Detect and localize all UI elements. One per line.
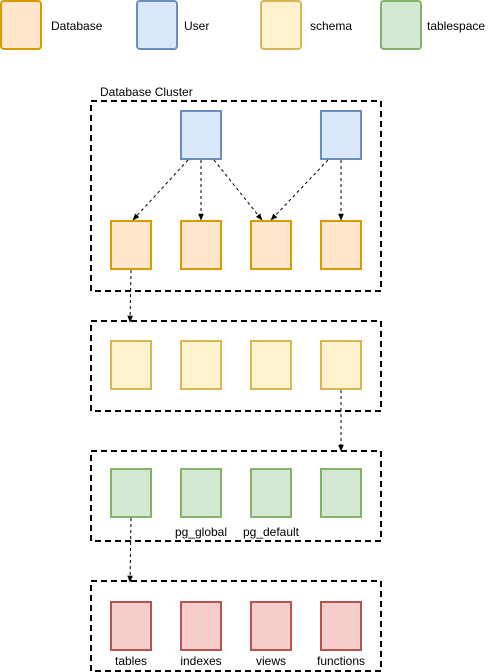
- object-node-functions: [320, 601, 362, 651]
- legend-label-tablespace: tablespace: [427, 19, 485, 33]
- database-node: [180, 220, 222, 270]
- database-to-schema-arrow: [127, 269, 133, 323]
- database-node: [320, 220, 362, 270]
- schema-group: [90, 320, 382, 412]
- database-node: [110, 220, 152, 270]
- object-label-tables: tables: [115, 654, 147, 668]
- owner-arrow: [270, 159, 329, 221]
- legend-label-database: Database: [51, 19, 103, 33]
- schema-node: [320, 340, 362, 390]
- owner-arrow: [213, 159, 263, 221]
- legend-swatch-schema: [260, 0, 302, 50]
- objects-group: [90, 580, 382, 672]
- legend-swatch-tablespace: [380, 0, 422, 50]
- legend-item-schema: schema: [260, 0, 352, 50]
- tablespace-group: [90, 450, 382, 542]
- database-node: [250, 220, 292, 270]
- cluster-container: [90, 100, 382, 292]
- legend-item-database: Database: [0, 0, 103, 50]
- schema-node: [110, 340, 152, 390]
- legend-label-user: User: [184, 19, 209, 33]
- tablespace-node: [180, 468, 222, 518]
- cluster-title: Database Cluster: [100, 85, 193, 99]
- owner-arrow: [132, 159, 189, 221]
- tablespace-label-pg-global: pg_global: [175, 525, 227, 539]
- legend-swatch-database: [0, 0, 42, 50]
- object-node-indexes: [180, 601, 222, 651]
- schema-node: [180, 340, 222, 390]
- legend-item-tablespace: tablespace: [380, 0, 485, 50]
- legend: Database User schema tablespace: [0, 0, 485, 50]
- user-node: [320, 110, 362, 160]
- legend-swatch-user: [136, 0, 178, 50]
- object-node-views: [250, 601, 292, 651]
- user-node: [180, 110, 222, 160]
- tablespace-node: [110, 468, 152, 518]
- object-label-functions: functions: [317, 654, 365, 668]
- legend-label-schema: schema: [310, 19, 352, 33]
- object-label-indexes: indexes: [180, 654, 221, 668]
- tablespace-node: [320, 468, 362, 518]
- schema-node: [250, 340, 292, 390]
- tablespace-node: [250, 468, 292, 518]
- tablespace-to-objects-arrow: [127, 517, 133, 583]
- object-label-views: views: [256, 654, 286, 668]
- legend-item-user: User: [136, 0, 209, 50]
- object-node-tables: [110, 601, 152, 651]
- tablespace-label-pg-default: pg_default: [243, 525, 300, 539]
